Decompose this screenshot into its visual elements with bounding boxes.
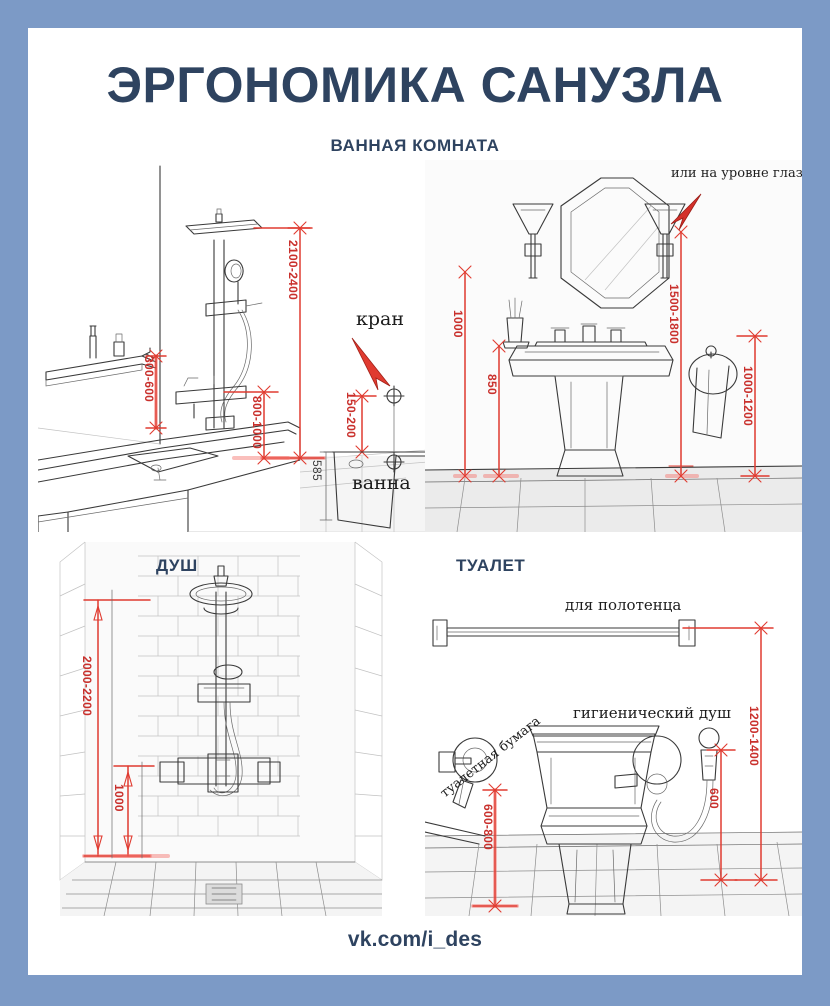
sink-illustration xyxy=(425,160,802,532)
footer-credit: vk.com/i_des xyxy=(347,928,483,951)
dimension-paper: 600-800 xyxy=(481,804,495,851)
page-title: ЭРГОНОМИКА САНУЗЛА xyxy=(106,57,724,113)
section-heading-bathroom: ВАННАЯ КОМНАТА xyxy=(330,136,500,155)
dimension-sconce: 1000 xyxy=(451,310,465,338)
dimension-tub-height: 585 xyxy=(310,460,324,481)
dimension-basin: 850 xyxy=(485,374,499,395)
panel-shower: 2000-2200 1000 xyxy=(38,536,428,916)
dimension-shelf: 300-600 xyxy=(142,356,156,403)
section-heading-toilet: ТУАЛЕТ xyxy=(456,556,526,575)
dimension-mixer: 800-1000 xyxy=(250,396,264,450)
dimension-mirror: 1500-1800 xyxy=(667,284,681,345)
dimension-shower-head: 2000-2200 xyxy=(80,656,94,717)
annotation-faucet: кран xyxy=(356,308,405,330)
dimension-bidet: 600 xyxy=(707,788,721,809)
bathtub-illustration xyxy=(38,165,428,532)
annotation-eye-level: или на уровне глаз xyxy=(671,166,802,181)
dimension-towel-rail: 1200-1400 xyxy=(747,706,761,767)
panel-toilet: 1200-1400 600 600-800 для полотенца гиги… xyxy=(425,536,802,916)
shower-illustration xyxy=(38,536,428,916)
annotation-towel-holder: для полотенца xyxy=(565,596,682,614)
section-heading-shower: ДУШ xyxy=(156,556,198,575)
panel-bathtub: 300-600 2100-2400 800-1000 150-200 585 к… xyxy=(38,160,428,532)
poster-card: ЭРГОНОМИКА САНУЗЛА ВАННАЯ КОМНАТА xyxy=(28,28,802,975)
dimension-shower-head: 2100-2400 xyxy=(286,240,300,301)
dimension-spout: 150-200 xyxy=(344,392,358,439)
toilet-illustration xyxy=(425,536,802,916)
dimension-towel: 1000-1200 xyxy=(741,366,755,427)
dimension-shower-mixer: 1000 xyxy=(112,784,126,812)
annotation-hygienic: гигиенический душ xyxy=(573,704,731,722)
annotation-tub: ванна xyxy=(352,472,411,494)
panel-sink: 1000 850 1500-1800 1000-1200 или на уров… xyxy=(425,160,802,532)
